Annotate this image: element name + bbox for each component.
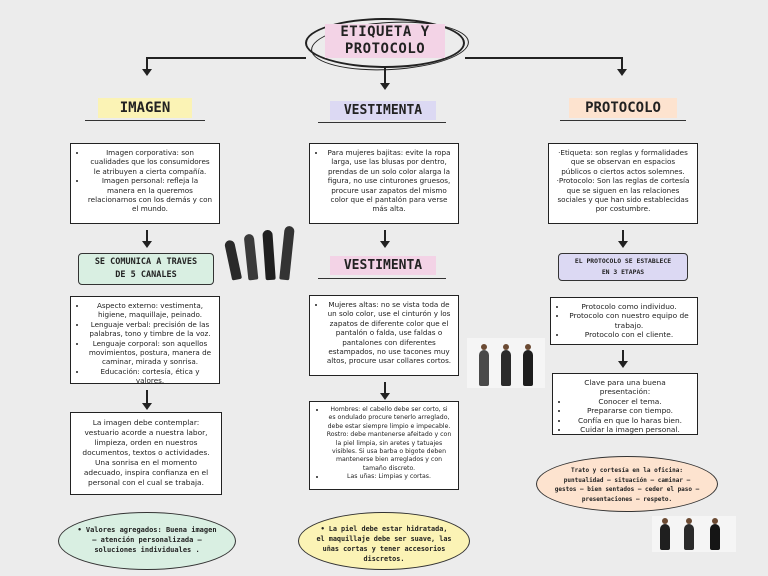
etapas-box: Protocolo como individuo. Protocolo con … xyxy=(550,297,698,345)
list-item: Aspecto externo: vestimenta, higiene, ma… xyxy=(87,301,213,320)
arrow-down-icon xyxy=(618,241,628,248)
title-text: ETIQUETA Y PROTOCOLO xyxy=(305,24,465,58)
canales-box: Aspecto externo: vestimenta, higiene, ma… xyxy=(70,296,220,386)
valores-agregados-oval: • Valores agregados: Buena imagen – aten… xyxy=(58,512,236,570)
piel-hidratada-text: • La piel debe estar hidratada, el maqui… xyxy=(316,525,452,563)
women-professionals-image xyxy=(467,338,545,388)
list-item: Hombres: el cabello debe ser corto, si e… xyxy=(326,406,452,473)
valores-agregados-text: • Valores agregados: Buena imagen – aten… xyxy=(77,526,217,554)
connector-right-down xyxy=(621,57,623,70)
etiqueta-definition: ·Etiqueta: son reglas y formalidades que… xyxy=(558,148,688,176)
trato-cortesia-text: Trato y cortesía en la oficina: puntuali… xyxy=(554,467,700,503)
header-protocolo-label: PROTOCOLO xyxy=(569,98,677,118)
title-oval xyxy=(305,18,465,68)
arrow-down-icon xyxy=(617,69,627,76)
subheader-canales-line2: DE 5 CANALES xyxy=(115,270,177,280)
connector xyxy=(622,350,624,362)
arrow-down-icon xyxy=(380,393,390,400)
header-protocolo: PROTOCOLO xyxy=(553,98,693,118)
subheader-vestimenta: VESTIMENTA xyxy=(313,256,453,275)
list-item: Protocolo como individuo. xyxy=(567,302,691,311)
list-item: Protocolo con el cliente. xyxy=(567,330,691,339)
hombres-box: Hombres: el cabello debe ser corto, si e… xyxy=(309,401,459,490)
list-item: Imagen corporativa: son cualidades que l… xyxy=(87,148,213,176)
connector-right xyxy=(465,57,622,59)
list-item: Para mujeres bajitas: evite la ropa larg… xyxy=(326,148,452,214)
header-vestimenta: VESTIMENTA xyxy=(313,101,453,120)
connector-middle-down xyxy=(384,68,386,84)
subheader-etapas-line1: EL PROTOCOLO SE ESTABLECE xyxy=(574,257,672,265)
connector xyxy=(384,230,386,242)
connector xyxy=(146,230,148,242)
mujeres-bajitas-box: Para mujeres bajitas: evite la ropa larg… xyxy=(309,143,459,224)
list-item: Conocer el tema. xyxy=(569,397,691,406)
imagen-contemplar-text: La imagen debe contemplar: vestuario aco… xyxy=(82,418,210,487)
main-title: ETIQUETA Y PROTOCOLO xyxy=(305,17,471,75)
list-item: Mujeres altas: no se vista toda de un so… xyxy=(326,300,452,366)
connector-left xyxy=(146,57,306,59)
clave-presentacion-box: Clave para una buena presentación: Conoc… xyxy=(552,373,698,435)
header-imagen-label: IMAGEN xyxy=(97,98,193,118)
clave-presentacion-title: Clave para una buena presentación: xyxy=(584,378,666,397)
list-item: Protocolo con nuestro equipo de trabajo. xyxy=(567,311,691,330)
subheader-canales-line1: SE COMUNICA A TRAVES xyxy=(94,257,198,267)
arrow-down-icon xyxy=(380,83,390,90)
arrow-down-icon xyxy=(618,361,628,368)
piel-hidratada-oval: • La piel debe estar hidratada, el maqui… xyxy=(298,512,470,570)
list-item: Lenguaje verbal: precisión de las palabr… xyxy=(87,320,213,339)
title-line2: PROTOCOLO xyxy=(325,41,445,58)
connector xyxy=(146,390,148,404)
list-item: Prepararse con tiempo. xyxy=(569,406,691,415)
list-item: Imagen personal: refleja la manera en la… xyxy=(87,176,213,214)
header-underline xyxy=(318,278,446,279)
arrow-down-icon xyxy=(380,241,390,248)
fashion-figures-image xyxy=(222,212,304,282)
arrow-down-icon xyxy=(142,69,152,76)
connector xyxy=(622,230,624,242)
header-imagen: IMAGEN xyxy=(80,98,210,118)
header-vestimenta-label: VESTIMENTA xyxy=(329,101,437,120)
subheader-vestimenta-label: VESTIMENTA xyxy=(329,256,437,275)
trato-cortesia-oval: Trato y cortesía en la oficina: puntuali… xyxy=(536,456,718,512)
list-item: Confía en que lo haras bien. xyxy=(569,416,691,425)
protocolo-definition: ·Protocolo: Son las reglas de cortesía q… xyxy=(556,176,690,214)
subheader-etapas-line2: EN 3 ETAPAS xyxy=(601,268,645,276)
list-item: Lenguaje corporal: son aquellos movimien… xyxy=(87,339,213,367)
connector-left-down xyxy=(146,57,148,70)
list-item: Educación: cortesía, ética y valores. xyxy=(87,367,213,386)
businessmen-image xyxy=(652,516,736,552)
header-underline xyxy=(560,120,686,121)
list-item: Las uñas: Limpias y cortas. xyxy=(326,473,452,481)
etiqueta-protocolo-box: ·Etiqueta: son reglas y formalidades que… xyxy=(548,143,698,224)
header-underline xyxy=(85,120,205,121)
header-underline xyxy=(318,122,446,123)
arrow-down-icon xyxy=(142,403,152,410)
imagen-contemplar-box: La imagen debe contemplar: vestuario aco… xyxy=(70,412,222,495)
mujeres-altas-box: Mujeres altas: no se vista toda de un so… xyxy=(309,295,459,376)
imagen-definitions-box: Imagen corporativa: son cualidades que l… xyxy=(70,143,220,224)
subheader-etapas: EL PROTOCOLO SE ESTABLECE EN 3 ETAPAS xyxy=(558,253,688,281)
title-line1: ETIQUETA Y xyxy=(325,24,445,41)
connector xyxy=(384,382,386,394)
arrow-down-icon xyxy=(142,241,152,248)
list-item: Cuidar la imagen personal. xyxy=(569,425,691,434)
subheader-canales: SE COMUNICA A TRAVES DE 5 CANALES xyxy=(78,253,214,285)
